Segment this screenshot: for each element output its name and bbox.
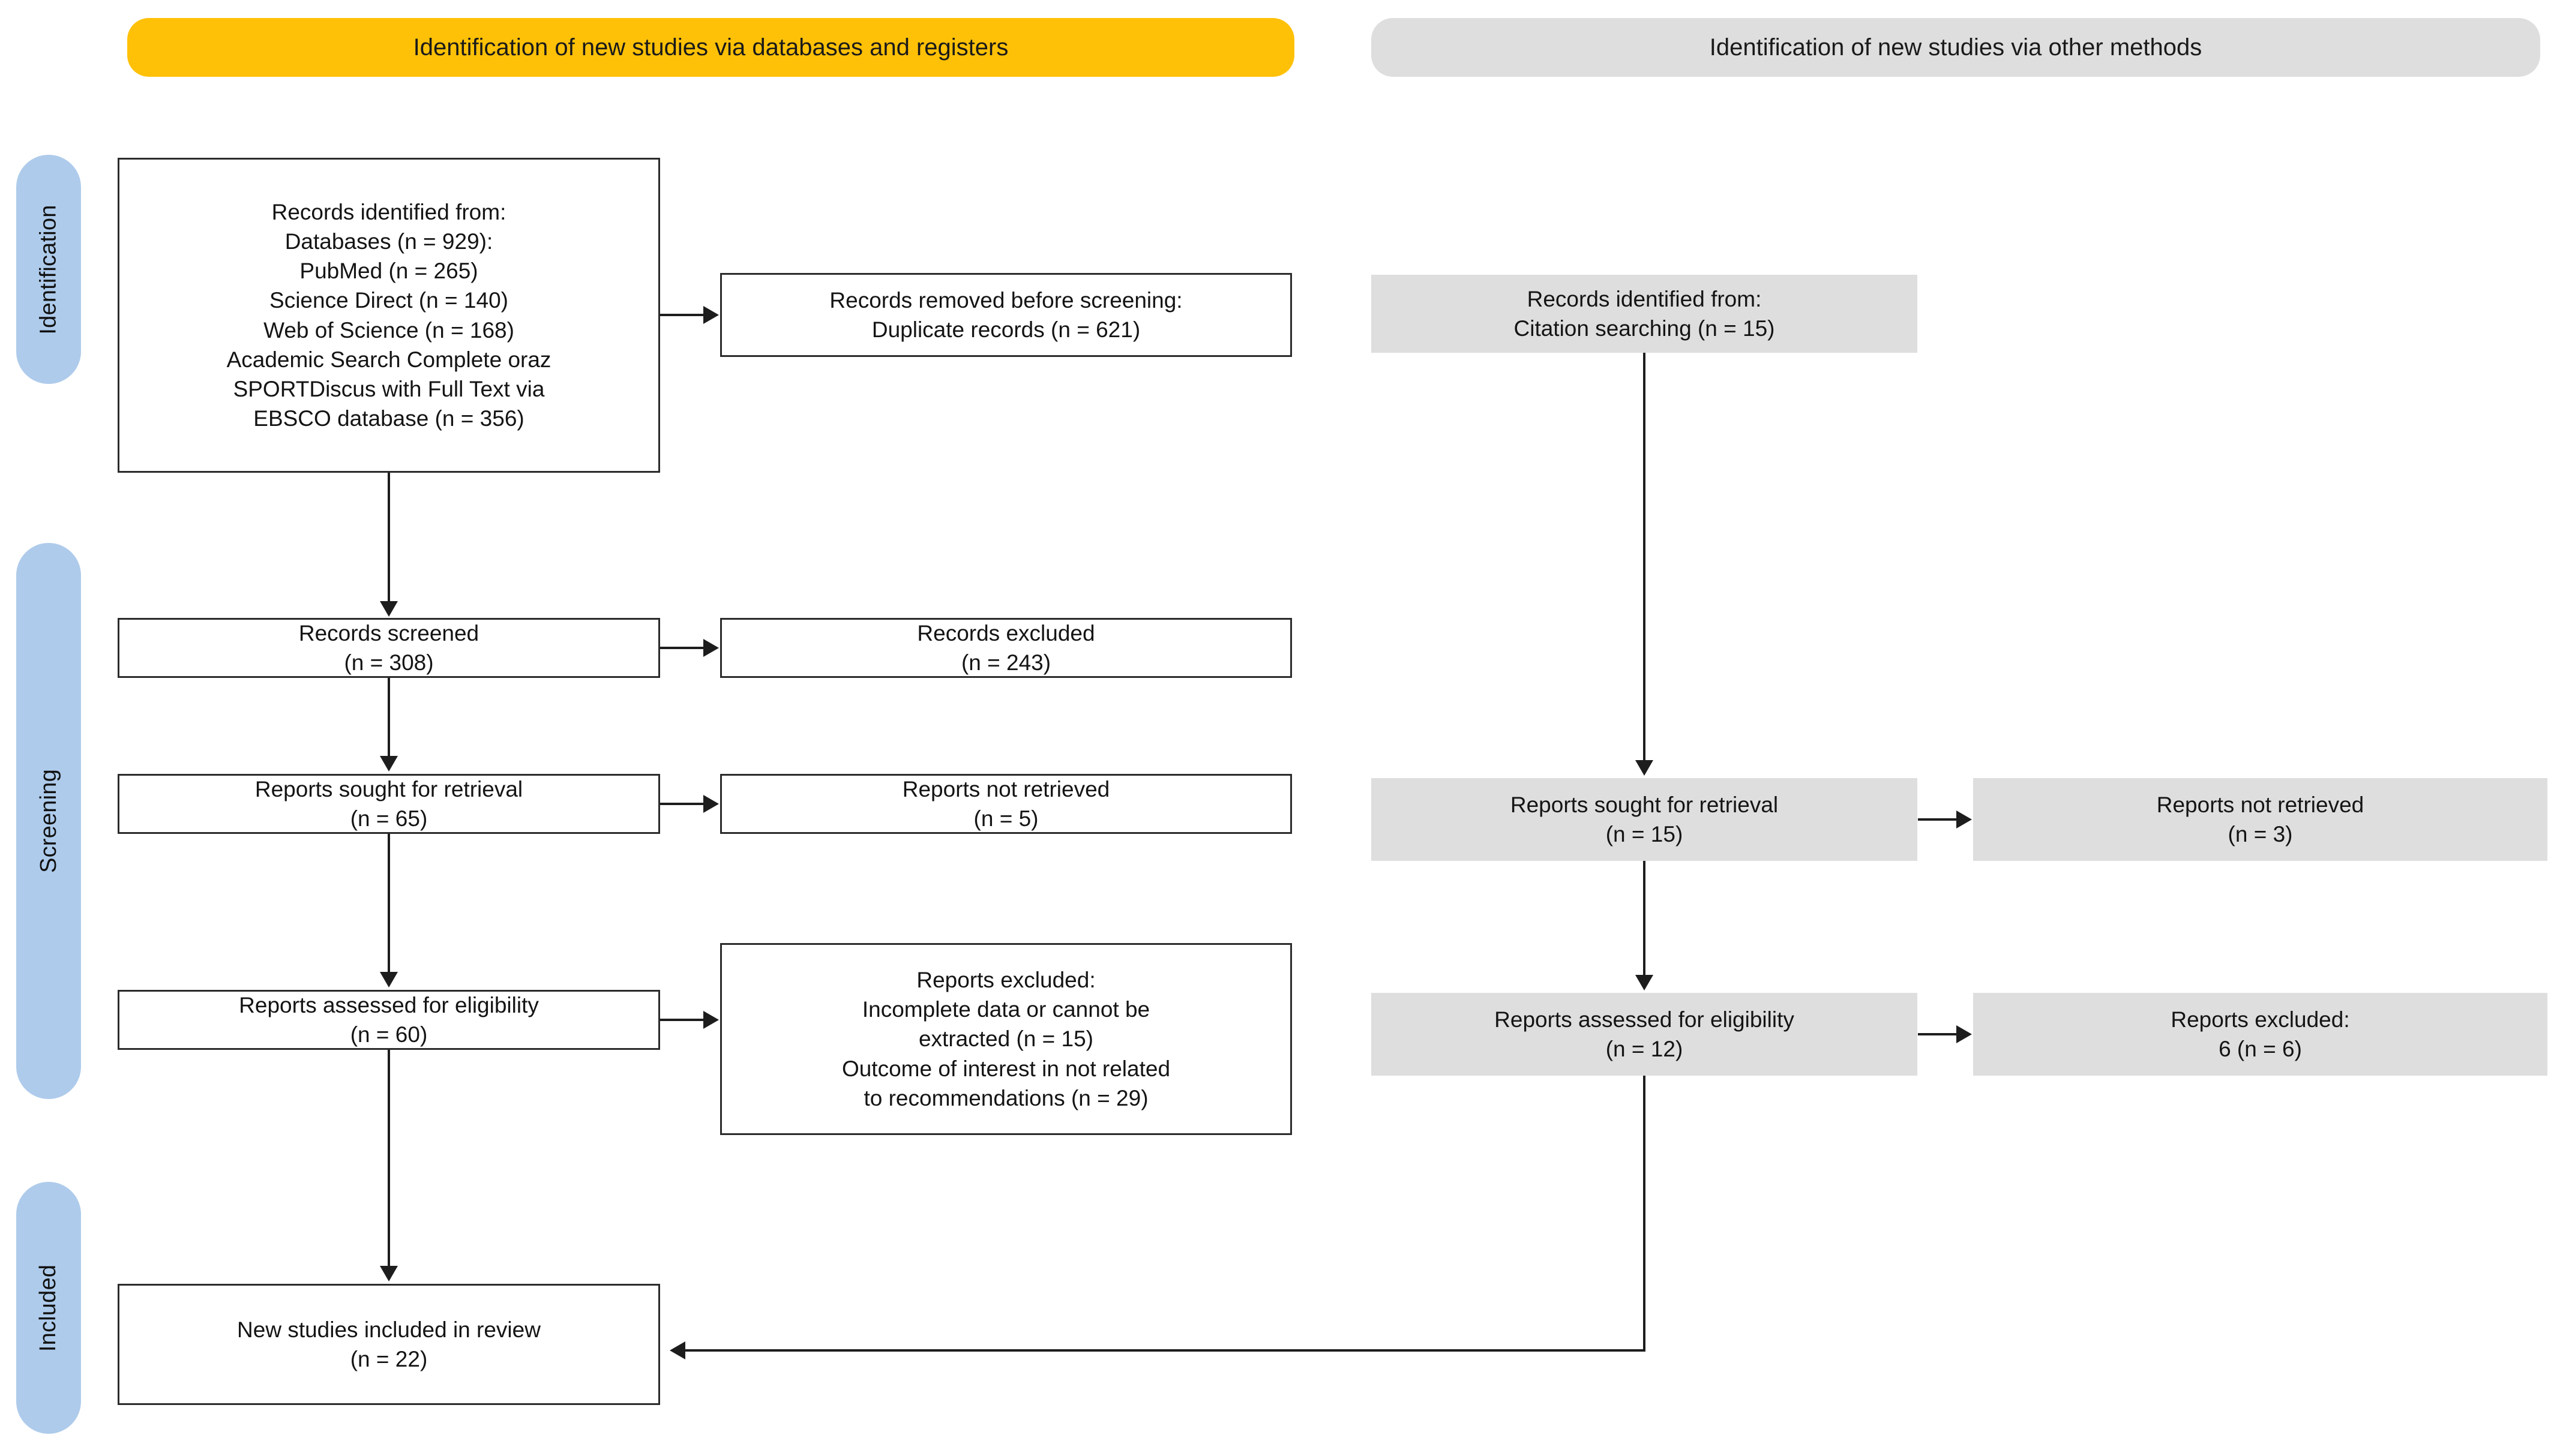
box-records-identified-citation-searching: Records identified from: Citation search… bbox=[1371, 275, 1917, 353]
connector-l7-to-l8 bbox=[660, 1019, 705, 1021]
stage-rail-identification-label: Identification bbox=[35, 204, 61, 335]
arrowhead-r4-to-l9-icon bbox=[670, 1341, 685, 1359]
box-records-identified-citation-text: Records identified from: Citation search… bbox=[1513, 286, 1775, 341]
stage-rail-screening: Screening bbox=[16, 543, 81, 1099]
box-other-reports-not-retrieved-text: Reports not retrieved (n = 3) bbox=[2156, 792, 2364, 846]
box-other-reports-excluded: Reports excluded: 6 (n = 6) bbox=[1973, 993, 2547, 1076]
banner-databases-and-registers: Identification of new studies via databa… bbox=[127, 18, 1294, 77]
box-reports-not-retrieved: Reports not retrieved (n = 5) bbox=[720, 774, 1292, 834]
box-records-excluded-text: Records excluded (n = 243) bbox=[917, 620, 1095, 675]
connector-r4-to-l9-horizontal bbox=[685, 1349, 1645, 1352]
box-other-reports-sought-for-retrieval: Reports sought for retrieval (n = 15) bbox=[1371, 778, 1917, 861]
box-reports-excluded-text: Reports excluded: Incomplete data or can… bbox=[841, 967, 1171, 1110]
arrowhead-r1-to-r2-icon bbox=[1635, 760, 1653, 776]
box-new-studies-included-text: New studies included in review (n = 22) bbox=[237, 1317, 541, 1371]
connector-r2-to-r3 bbox=[1918, 818, 1958, 821]
box-records-removed-before-screening: Records removed before screening: Duplic… bbox=[720, 273, 1292, 357]
box-other-reports-excluded-text: Reports excluded: 6 (n = 6) bbox=[2171, 1007, 2350, 1061]
arrowhead-r2-to-r3-icon bbox=[1956, 810, 1972, 828]
arrowhead-l5-to-l7-icon bbox=[380, 972, 398, 987]
box-records-identified-databases: Records identified from: Databases (n = … bbox=[118, 158, 660, 473]
banner-databases-label: Identification of new studies via databa… bbox=[413, 34, 1009, 61]
stage-rail-included-label: Included bbox=[35, 1264, 61, 1352]
box-records-excluded: Records excluded (n = 243) bbox=[720, 618, 1292, 678]
arrowhead-l1-to-l2-icon bbox=[703, 306, 719, 324]
box-new-studies-included: New studies included in review (n = 22) bbox=[118, 1284, 660, 1405]
arrowhead-r2-to-r4-icon bbox=[1635, 975, 1653, 990]
arrowhead-l3-to-l5-icon bbox=[380, 756, 398, 771]
box-records-removed-text: Records removed before screening: Duplic… bbox=[829, 287, 1183, 342]
box-other-reports-assessed-for-eligibility: Reports assessed for eligibility (n = 12… bbox=[1371, 993, 1917, 1076]
arrowhead-l7-to-l9-icon bbox=[380, 1266, 398, 1281]
connector-l3-to-l5 bbox=[388, 678, 390, 757]
stage-rail-screening-label: Screening bbox=[35, 769, 61, 873]
arrowhead-l7-to-l8-icon bbox=[703, 1011, 719, 1029]
banner-other-methods-label: Identification of new studies via other … bbox=[1709, 34, 2202, 61]
connector-l5-to-l7 bbox=[388, 834, 390, 973]
arrowhead-l3-to-l4-icon bbox=[703, 639, 719, 657]
connector-l1-to-l2 bbox=[660, 314, 705, 316]
arrowhead-l5-to-l6-icon bbox=[703, 795, 719, 813]
box-reports-assessed-for-eligibility: Reports assessed for eligibility (n = 60… bbox=[118, 990, 660, 1050]
box-reports-sought-text: Reports sought for retrieval (n = 65) bbox=[254, 776, 523, 831]
arrowhead-l1-to-l3-icon bbox=[380, 601, 398, 617]
connector-l5-to-l6 bbox=[660, 803, 705, 805]
box-other-reports-sought-text: Reports sought for retrieval (n = 15) bbox=[1510, 792, 1779, 846]
connector-r2-to-r4 bbox=[1643, 861, 1645, 976]
arrowhead-r4-to-r5-icon bbox=[1956, 1025, 1972, 1043]
banner-other-methods: Identification of new studies via other … bbox=[1371, 18, 2540, 77]
box-reports-sought-for-retrieval: Reports sought for retrieval (n = 65) bbox=[118, 774, 660, 834]
box-reports-excluded: Reports excluded: Incomplete data or can… bbox=[720, 943, 1292, 1135]
box-records-screened-text: Records screened (n = 308) bbox=[298, 620, 479, 675]
connector-r1-to-r2 bbox=[1643, 353, 1645, 761]
stage-rail-identification: Identification bbox=[16, 155, 81, 384]
box-reports-assessed-text: Reports assessed for eligibility (n = 60… bbox=[239, 992, 539, 1047]
box-reports-not-retrieved-text: Reports not retrieved (n = 5) bbox=[902, 776, 1110, 831]
connector-l1-to-l3 bbox=[388, 473, 390, 602]
box-records-screened: Records screened (n = 308) bbox=[118, 618, 660, 678]
box-records-identified-databases-text: Records identified from: Databases (n = … bbox=[226, 199, 551, 431]
connector-r4-to-r5 bbox=[1918, 1033, 1958, 1035]
connector-r4-to-l9-vertical bbox=[1643, 1076, 1645, 1352]
stage-rail-included: Included bbox=[16, 1182, 81, 1434]
connector-l3-to-l4 bbox=[660, 647, 705, 649]
connector-l7-to-l9 bbox=[388, 1050, 390, 1267]
box-other-reports-not-retrieved: Reports not retrieved (n = 3) bbox=[1973, 778, 2547, 861]
box-other-reports-assessed-text: Reports assessed for eligibility (n = 12… bbox=[1494, 1007, 1794, 1061]
